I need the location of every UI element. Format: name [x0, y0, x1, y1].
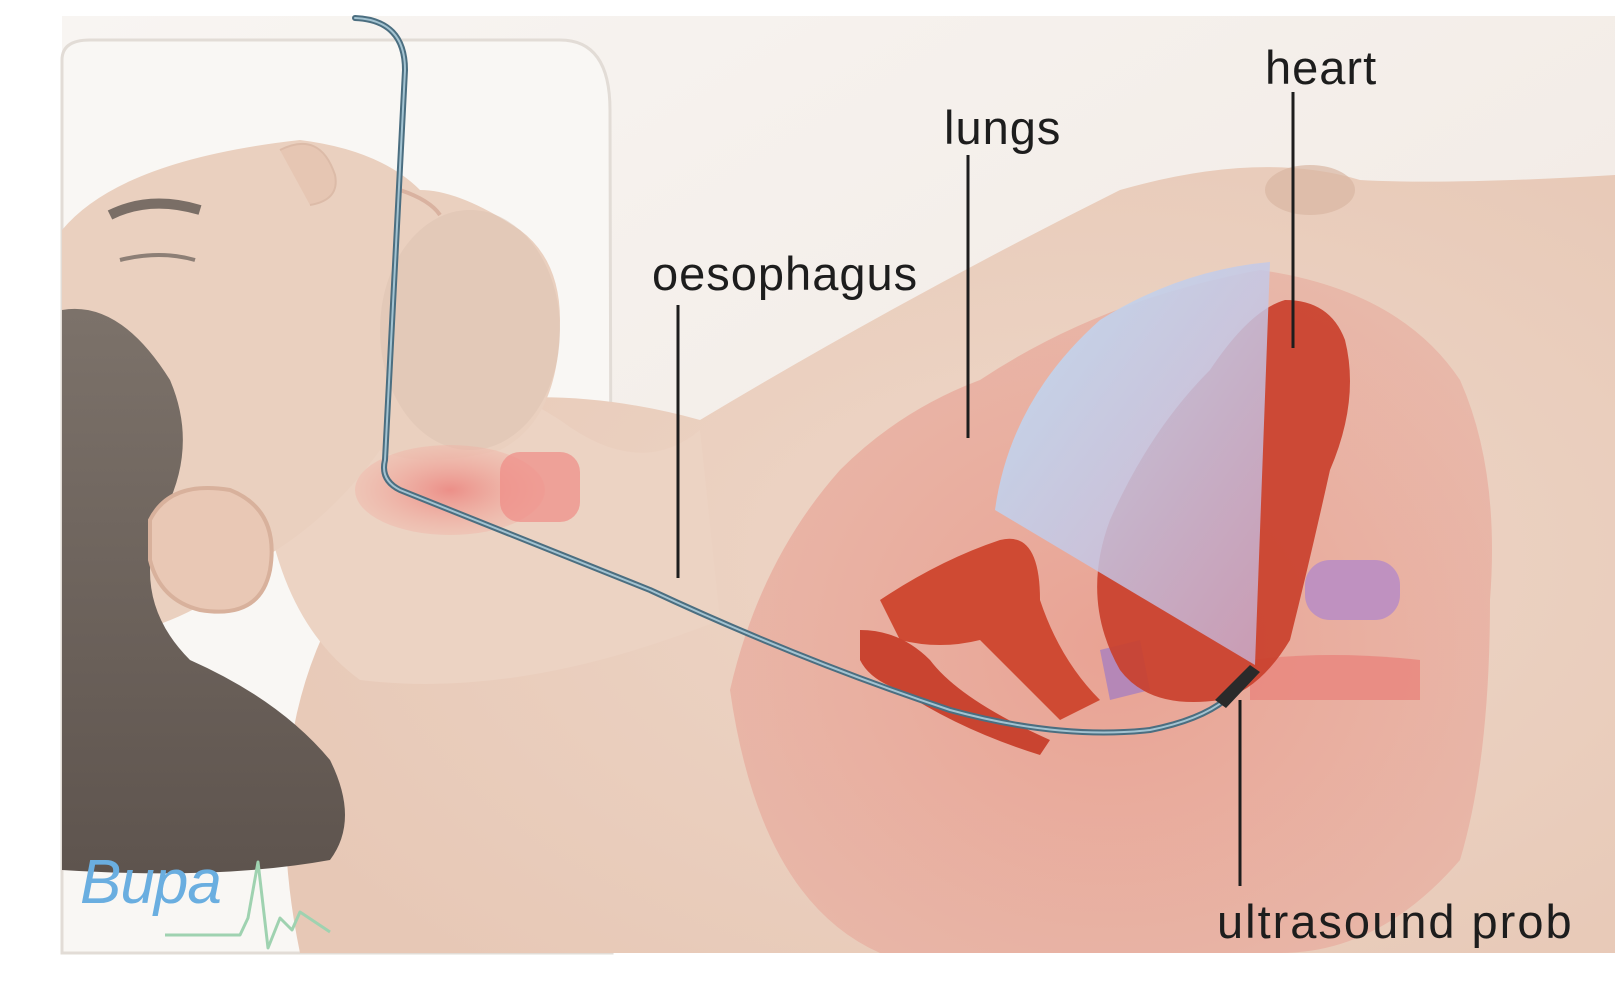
- ear: [150, 488, 272, 612]
- oesophagus-label: oesophagus: [652, 250, 918, 297]
- throat-tube-segment: [500, 452, 580, 522]
- ultrasound-probe-label: ultrasound prob: [1217, 898, 1574, 945]
- nipple: [1265, 165, 1355, 215]
- lungs-label: lungs: [944, 104, 1061, 151]
- stubble-shading: [380, 210, 560, 450]
- bupa-logo: Bupa: [80, 852, 221, 914]
- right-vessel-stub: [1305, 560, 1400, 620]
- heart-label: heart: [1265, 44, 1377, 91]
- lower-vessel: [1250, 655, 1420, 700]
